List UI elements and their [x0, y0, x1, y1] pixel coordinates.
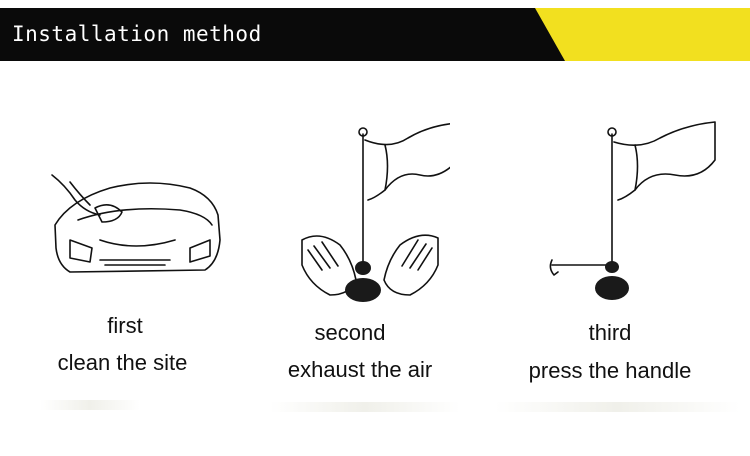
- step-third-shadow: [495, 402, 740, 412]
- step-third-text: press the handle: [528, 358, 692, 383]
- page-title: Installation method: [12, 22, 262, 46]
- step-second-label: second: [314, 320, 386, 345]
- step-first-text: clean the site: [57, 350, 188, 375]
- step-first: [40, 170, 230, 290]
- step-second: [290, 120, 459, 310]
- step-first-label: first: [107, 313, 143, 338]
- step-second-shadow: [270, 402, 460, 412]
- header-bar: Installation method: [0, 8, 750, 61]
- step-third: [540, 120, 720, 310]
- hands-press-suction-flag-illustration: [301, 122, 459, 302]
- suction-flag-handle-illustration: [549, 121, 716, 300]
- header-accent-stripe: [535, 8, 750, 61]
- car-wipe-illustration: [51, 174, 221, 273]
- step-first-shadow: [40, 400, 140, 410]
- step-third-label: third: [588, 320, 632, 345]
- step-second-text: exhaust the air: [287, 357, 433, 382]
